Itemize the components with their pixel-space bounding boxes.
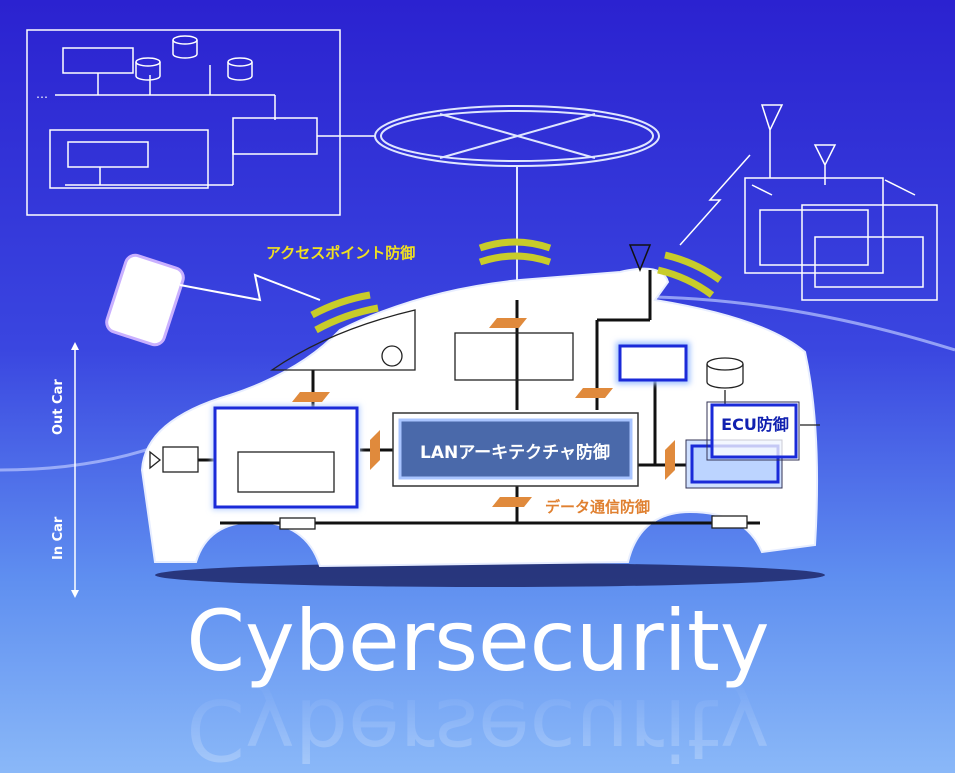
svg-text:…: …	[36, 87, 48, 101]
signal-shield-icon	[664, 251, 723, 283]
smartphone-icon	[105, 253, 321, 347]
signal-shield-icon	[657, 266, 715, 298]
wireless-network-diagram	[679, 104, 938, 301]
antenna-icon	[628, 244, 652, 273]
firewall-icon	[489, 318, 527, 328]
signal-shield-icon	[310, 291, 371, 319]
out-car-label: Out Car	[51, 379, 66, 435]
data-comm-defense-label: データ通信防御	[545, 498, 650, 516]
in-car-components	[149, 309, 820, 530]
firewall-icon	[492, 497, 532, 507]
lan-defense-label: LANアーキテクチャ防御	[420, 442, 610, 463]
network-hub	[374, 105, 660, 300]
access-point-shields	[310, 238, 723, 334]
signal-shield-icon	[478, 238, 552, 252]
car-shadow	[155, 563, 825, 587]
lan-architecture-box: LANアーキテクチャ防御	[392, 412, 639, 487]
firewall-icon	[370, 430, 380, 470]
firewall-icon	[292, 392, 330, 402]
access-point-defense-label: アクセスポイント防御	[266, 244, 415, 262]
head-unit-box	[212, 405, 360, 510]
ecu-box: ECU防御	[685, 401, 800, 489]
firewall-icon	[575, 388, 613, 398]
title-reflection: Cybersecurity	[186, 680, 769, 773]
signal-shield-icon	[478, 252, 552, 266]
signal-shield-icon	[314, 304, 379, 334]
title: Cybersecurity	[186, 592, 769, 690]
firewall-markers	[292, 318, 675, 507]
ecu-defense-label: ECU防御	[721, 415, 789, 434]
out-in-car-axis: Out Car In Car	[51, 342, 79, 598]
server-network-diagram: …	[26, 29, 375, 216]
telematics-box	[616, 342, 690, 384]
firewall-icon	[665, 440, 675, 480]
in-car-label: In Car	[51, 516, 66, 560]
svg-text:Cybersecurity: Cybersecurity	[186, 680, 769, 773]
